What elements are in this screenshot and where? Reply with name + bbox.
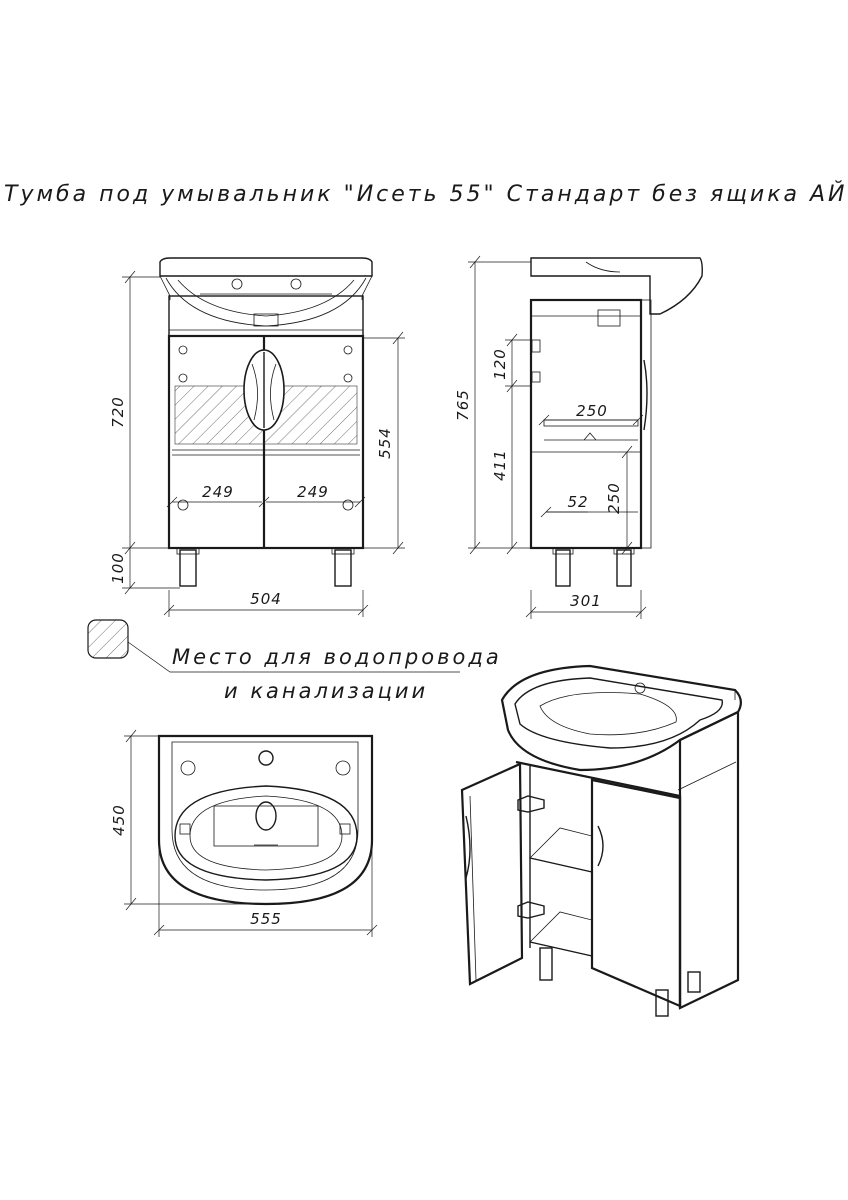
dim-249-left: 249	[202, 483, 234, 501]
side-view: 765 120 411 250 250 52 301	[454, 255, 703, 619]
drawing-title: Тумба под умывальник "Исеть 55" Стандарт…	[4, 181, 848, 207]
dim-504: 504	[250, 590, 282, 608]
dim-450: 450	[110, 804, 128, 836]
dim-555: 555	[250, 910, 282, 928]
dim-765: 765	[454, 389, 472, 421]
front-view: 720 100 554 249 249 504	[109, 257, 405, 617]
isometric-view	[460, 664, 742, 1017]
dim-554: 554	[376, 427, 394, 459]
hatch-swatch	[87, 619, 129, 659]
dim-250-shelf: 250	[576, 402, 608, 420]
dim-249-right: 249	[297, 483, 329, 501]
dim-52: 52	[567, 493, 588, 511]
dim-100: 100	[109, 552, 127, 584]
dim-250-lower: 250	[605, 482, 623, 514]
dim-301: 301	[570, 592, 602, 610]
legend-line1: Место для водопровода	[172, 645, 502, 669]
dim-411: 411	[491, 449, 509, 481]
dim-120: 120	[491, 348, 509, 380]
legend: Место для водопровода и канализации	[87, 619, 502, 703]
top-view: 450 555	[110, 729, 378, 937]
legend-line2: и канализации	[224, 679, 428, 703]
dim-720: 720	[109, 396, 127, 428]
